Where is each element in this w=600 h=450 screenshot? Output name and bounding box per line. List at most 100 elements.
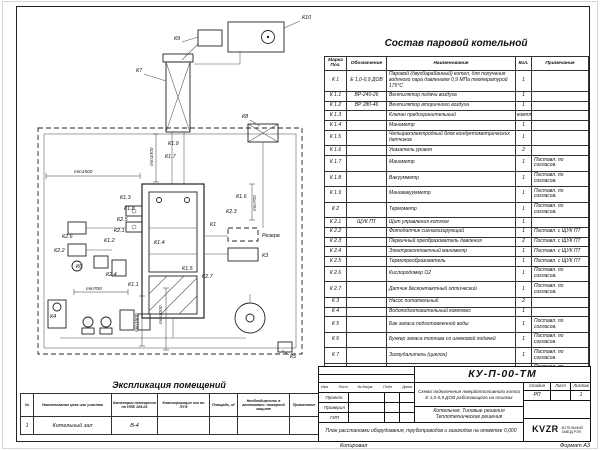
object-line2: Теплотехнические решения	[435, 413, 503, 420]
equipment-cell-pos: К 1	[324, 69, 347, 92]
gip-date	[400, 413, 415, 423]
equipment-cell-code	[346, 145, 387, 157]
doc-number: КУ-П-00-ТМ	[415, 367, 591, 383]
plan-equipment-label: К1	[210, 222, 216, 228]
equipment-cell-qty: 1	[515, 265, 532, 283]
water-treatment	[47, 299, 246, 339]
equipment-cell-name: Бункер запаса топлива со шнековой подаче…	[386, 331, 516, 349]
equipment-cell-note	[531, 296, 589, 308]
header-qty: Кол.	[515, 56, 532, 71]
equipment-cell-name: Указатель уровня	[386, 145, 516, 157]
equipment-cell-qty: 1	[515, 246, 532, 258]
cyclone-fan	[234, 294, 266, 334]
equipment-cell-note	[531, 129, 589, 147]
equipment-cell-qty: 1	[515, 129, 532, 147]
sheet-value	[551, 391, 571, 401]
equipment-cell-pos: К 1.4	[324, 120, 347, 131]
checker-date	[400, 403, 415, 413]
equipment-cell-qty: 1	[515, 90, 532, 102]
equipment-cell-qty: компл.	[515, 110, 532, 122]
equipment-cell-note: Поставл. с ЩУК ПТ	[531, 236, 589, 248]
sheet-frame	[16, 6, 590, 442]
equipment-cell-code	[346, 186, 387, 203]
equipment-cell-pos: К 4	[324, 306, 347, 318]
equipment-cell-qty: 1	[515, 170, 532, 188]
equipment-table-title: Состав паровой котельной	[384, 38, 528, 49]
kvzr-logo: KVZR	[532, 424, 559, 435]
equipment-cell-code	[346, 296, 387, 308]
plan-equipment-label: К5	[290, 354, 297, 360]
equipment-cell-note	[531, 120, 589, 131]
copied-label: Копировал	[340, 443, 368, 449]
equipment-cell-code	[346, 265, 387, 283]
designer-date	[400, 393, 415, 403]
equipment-cell-pos: К 1.1	[324, 90, 347, 102]
header-code: Обозначение	[346, 56, 387, 71]
boiler	[125, 183, 205, 319]
equipment-cell-name: Четырехэлектродный блок кондуктометричес…	[386, 129, 516, 147]
equipment-cell-qty: 1	[515, 217, 532, 228]
plan-equipment-label: К1.5	[182, 266, 194, 272]
explication-header-cell: №	[20, 393, 34, 417]
equipment-cell-note: Поставл. по согласов.	[531, 155, 589, 172]
explication-cell: 1	[20, 416, 34, 435]
plan-equipment-label: К1.2	[104, 238, 115, 244]
equipment-cell-qty: 2	[515, 236, 532, 248]
equipment-cell-qty: 1	[515, 155, 532, 172]
plan-equipment-label: К2.4	[106, 272, 117, 278]
equipment-cell-pos: К 2.6	[324, 265, 347, 283]
role-designer: Проект.	[319, 393, 349, 403]
equipment-cell-code	[346, 316, 387, 333]
equipment-cell-name: Манометр	[386, 120, 516, 131]
plan-equipment-label: К3	[262, 253, 268, 259]
smoke-exhauster	[181, 29, 223, 61]
sheet-header: Лист	[551, 383, 571, 391]
equipment-cell-pos: К 2.1	[324, 217, 347, 228]
plan-equipment-label: Резерв	[262, 233, 280, 239]
stage-value: РП	[524, 391, 551, 401]
equipment-cell-note	[531, 69, 589, 92]
dimension-lines	[45, 133, 255, 351]
plan-equipment-label: К4	[50, 314, 56, 320]
plan-dimension-label: min1000	[149, 147, 155, 166]
equipment-cell-pos: К 1.7	[324, 155, 347, 172]
rev-sign: Подп.	[383, 384, 393, 389]
plan-equipment-label: К9	[174, 36, 180, 42]
plan-equipment-label: К2.7	[202, 274, 214, 280]
equipment-cell-name: Вентилятор подачи воздуха	[386, 90, 516, 102]
explication-header-cell: Классификация зон по ПУЭ	[157, 393, 210, 417]
explication-cell	[209, 416, 238, 435]
equipment-cell-name: Мановакуумметр	[386, 186, 516, 203]
equipment-cell-code	[346, 256, 387, 267]
explication-cell: В-4	[111, 416, 158, 435]
format-label: Формат А3	[559, 443, 590, 449]
equipment-cell-note: Поставл. по согласов.	[531, 316, 589, 333]
equipment-cell-note: Поставл. по согласов.	[531, 331, 589, 349]
equipment-cell-qty: 1	[515, 100, 532, 112]
explication-header-cell: Категория помещения по НПБ 105-03	[111, 393, 158, 417]
equipment-cell-pos: К 2.3	[324, 236, 347, 248]
equipment-cell-code: ЩУК ПТ	[346, 217, 387, 228]
stage-header: Стадия	[524, 383, 551, 391]
header-pos: Марка Поз.	[324, 56, 347, 71]
equipment-cell-code	[346, 331, 387, 349]
equipment-cell-note: Поставл. по согласов.	[531, 201, 589, 219]
plan-equipment-label: К2.5	[117, 217, 129, 223]
equipment-cell-code	[346, 281, 387, 298]
explication-header-cell: Необходимость в автоматич. пожарной защи…	[237, 393, 290, 417]
equipment-cell-pos: К 1.5	[324, 129, 347, 147]
plan-equipment-label: К7	[136, 68, 143, 74]
plan-equipment-label: К1.3	[120, 195, 131, 201]
plan-equipment-label: К2.2	[54, 248, 65, 254]
equipment-cell-qty: 1	[515, 69, 532, 92]
object-line1: Котельная. Типовые решения	[433, 408, 505, 414]
